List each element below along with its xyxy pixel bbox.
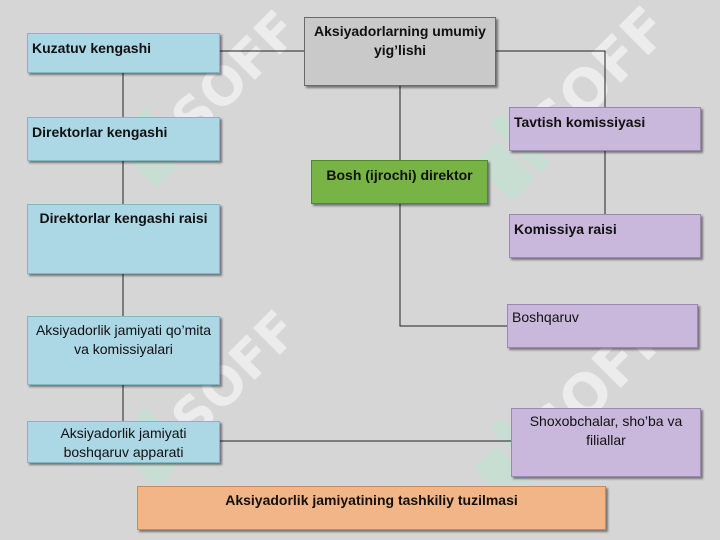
- node-branches: Shoxobchalar, sho’ba va filiallar: [511, 408, 701, 477]
- node-ceo: Bosh (ijrochi) direktor: [311, 160, 488, 204]
- node-board-of-directors: Direktorlar kengashi: [27, 117, 220, 161]
- node-management-apparatus: Aksiyadorlik jamiyati boshqaruv apparati: [27, 421, 220, 463]
- node-supervisory-board: Kuzatuv kengashi: [27, 33, 220, 73]
- node-commission-chair: Komissiya raisi: [509, 214, 701, 258]
- node-board-chair: Direktorlar kengashi raisi: [27, 204, 220, 274]
- node-committees: Aksiyadorlik jamiyati qo’mita va komissi…: [27, 316, 220, 385]
- diagram-title: Aksiyadorlik jamiyatining tashkiliy tuzi…: [137, 486, 606, 530]
- node-audit-commission: Tavtish komissiyasi: [509, 107, 701, 151]
- connector-ceo-management: [399, 204, 507, 327]
- connector-agm-audit: [496, 50, 606, 107]
- node-general-meeting: Aksiyadorlarning umumiy yig’lishi: [304, 17, 496, 86]
- node-management: Boshqaruv: [507, 304, 698, 348]
